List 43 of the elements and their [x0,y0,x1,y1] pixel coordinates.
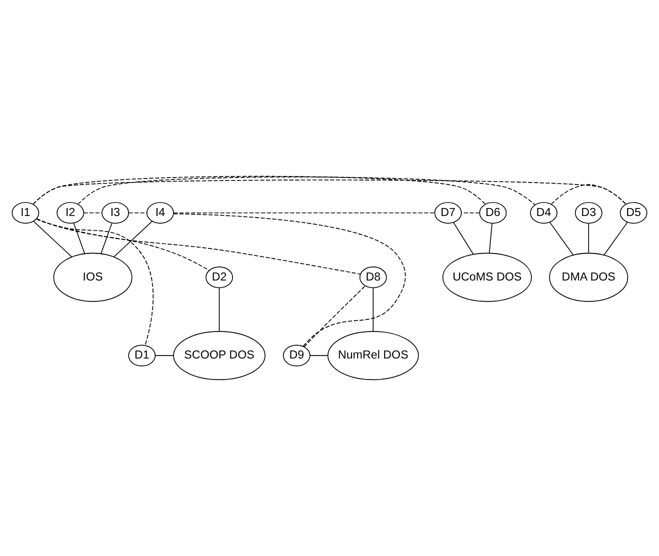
node-ellipse: D4 [530,202,558,224]
connector [36,218,210,271]
connector [32,176,486,205]
connector [310,355,328,356]
node-ellipse: D9 [282,344,310,366]
node-ellipse: IOS [53,252,132,302]
connector [173,212,436,214]
connector [173,213,406,347]
connector [372,287,374,332]
connector [304,286,366,348]
node-ellipse: I2 [56,202,84,224]
node-ellipse: I1 [12,202,40,224]
node-ellipse: DMA DOS [549,252,628,302]
connector [73,222,86,254]
connector [604,222,628,256]
connector [100,222,112,254]
node-ellipse: SCOOP DOS [173,331,266,380]
connector [33,221,72,258]
connector [78,176,536,206]
node-ellipse: D8 [359,266,387,288]
node-ellipse: D1 [128,344,156,366]
connector [128,212,148,214]
node-ellipse: D6 [479,202,507,224]
node-ellipse: D3 [574,202,602,224]
connector [83,212,102,214]
connector [36,218,361,275]
connector [113,221,152,258]
connector [588,223,590,254]
node-ellipse: NumRel DOS [327,331,419,380]
node-ellipse: I4 [146,202,174,224]
connector [460,212,480,214]
node-ellipse: D5 [620,202,648,224]
connector [550,184,626,205]
node-ellipse: D7 [434,202,462,224]
connector [36,218,154,346]
node-ellipse: I3 [102,202,130,224]
connector [549,222,574,256]
node-ellipse: D2 [206,266,233,288]
node-ellipse: UCoMS DOS [442,252,532,302]
connector [453,222,474,255]
connector [155,355,174,356]
connector [218,287,220,332]
connector [488,223,492,254]
